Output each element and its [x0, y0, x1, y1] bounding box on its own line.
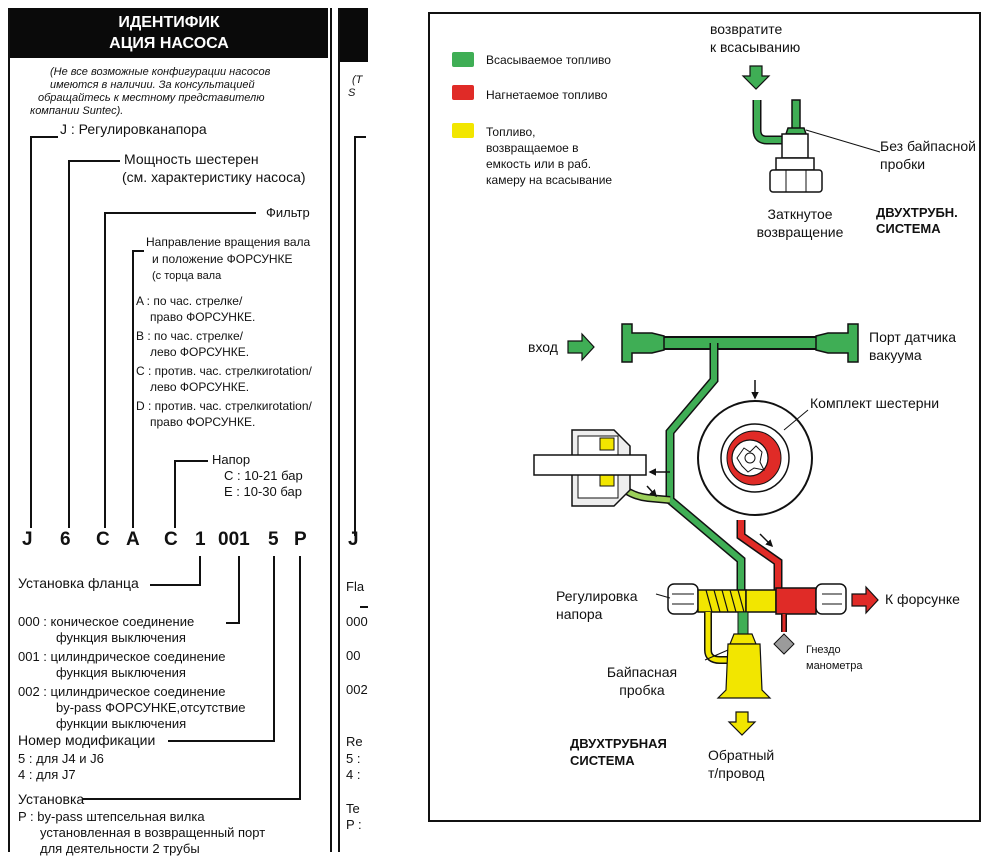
plugged-return-detail: [752, 99, 881, 193]
no-bypass-plug-label: Без байпасной пробки: [880, 138, 976, 172]
gear-label: Мощность шестерен (см. характеристику на…: [122, 151, 306, 185]
nozzle-arrow: [851, 585, 879, 615]
bypass-plug-label: Байпасная пробка: [606, 664, 678, 698]
legend-return-swatch: [452, 123, 474, 138]
gear-connector: [68, 160, 70, 528]
title-line-2: АЦИЯ НАСОСА: [109, 35, 229, 52]
code-installation: P: [294, 529, 307, 550]
suction-lines: [610, 323, 859, 598]
return-to-suction-arrow: [741, 65, 771, 90]
return-line-label: Обратный т/провод: [708, 747, 775, 781]
mod-5: 5 : для J4 и J6: [18, 751, 104, 766]
rotation-label: Направление вращения вала и положение ФО…: [146, 235, 311, 282]
filter-label: Фильтр: [266, 205, 310, 220]
code-rotation: A: [126, 529, 140, 550]
mod-4: 4 : для J7: [18, 767, 76, 782]
code-flange: 1: [195, 529, 206, 550]
legend-pressure-swatch: [452, 85, 474, 100]
bypass-return: [704, 611, 795, 736]
j-label: J : Регулировканапора: [60, 121, 207, 137]
pressure-adjust-label: Регулировка напора: [556, 588, 638, 622]
middle-panel: (Т S J Fla 000 00 002 Re 5 : 4 : Te P :: [338, 8, 368, 852]
flange-label: Установка фланца: [18, 575, 139, 591]
filter-connector: [104, 212, 106, 528]
two-pipe-top-label: ДВУХТРУБН. СИСТЕМА: [876, 205, 958, 236]
legend-suction: Всасываемое топливо: [486, 53, 611, 67]
rot-c: C : против. час. стрелкиrotation/лево ФО…: [136, 364, 312, 394]
middle-code-j: J: [348, 529, 359, 550]
two-pipe-bottom-label: ДВУХТРУБНАЯ СИСТЕМА: [570, 736, 667, 768]
pressure-lines: [736, 520, 783, 598]
rotation-options: A : по час. стрелке/право ФОРСУНКЕ. B : …: [136, 293, 312, 430]
rot-a: A : по час. стрелке/право ФОРСУНКЕ.: [136, 294, 256, 324]
gear-set: [697, 380, 813, 516]
installation-label: Установка: [18, 791, 85, 807]
return-to-suction-label: возвратите к всасыванию: [710, 21, 801, 55]
rot-d: D : против. час. стрелкиrotation/право Ф…: [136, 399, 312, 429]
availability-note: (Не все возможные конфигурации насосов и…: [30, 66, 271, 117]
vacuum-port-label: Порт датчика вакуума: [869, 329, 957, 363]
rotation-connector: [132, 250, 134, 528]
modification-label: Номер модификации: [18, 732, 156, 748]
pressure-connector: [174, 460, 176, 528]
to-nozzle-label: К форсунке: [885, 591, 960, 607]
rot-b: B : по час. стрелке/лево ФОРСУНКЕ.: [136, 329, 250, 359]
title-line-1: ИДЕНТИФИК: [118, 14, 220, 31]
code-modification: 5: [268, 529, 279, 550]
inlet-arrow: [567, 332, 595, 362]
gear-set-label: Комплект шестерни: [810, 395, 940, 411]
plugged-return-label: Заткнутое возвращение: [756, 206, 844, 240]
middle-header: [340, 8, 368, 62]
j-connector: [30, 136, 32, 528]
pump-diagram: [428, 12, 981, 822]
code-gear: 6: [60, 529, 71, 550]
legend-pressure: Нагнетаемое топливо: [486, 88, 608, 102]
left-header: ИДЕНТИФИК АЦИЯ НАСОСА: [10, 8, 328, 58]
pressure-label: Напор C : 10-21 бар E : 10-30 бар: [212, 452, 303, 499]
code-filter: C: [96, 529, 110, 550]
left-panel: [8, 8, 332, 852]
code-pressure: C: [164, 529, 178, 550]
legend-return: Топливо, возвращаемое в емкость или в ра…: [486, 125, 613, 187]
code-j: J: [22, 529, 33, 550]
code-connection: 001: [218, 529, 250, 550]
legend-suction-swatch: [452, 52, 474, 67]
shaft-seal: [533, 429, 670, 507]
regulator-valve: [655, 583, 847, 615]
gauge-port-label: Гнездо манометра: [806, 644, 863, 672]
inlet-label: вход: [528, 339, 558, 355]
